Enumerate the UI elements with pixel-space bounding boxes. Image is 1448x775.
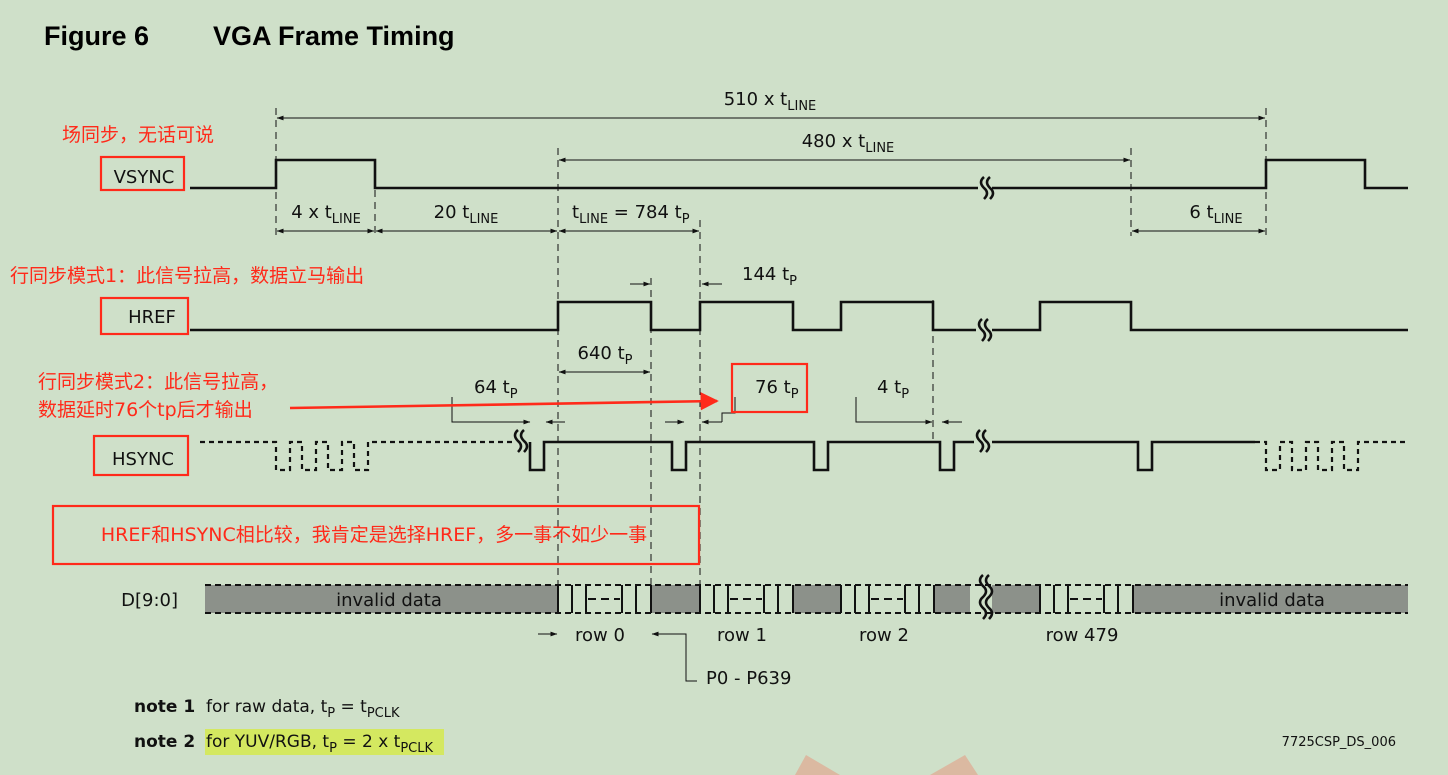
href-active-label: 640 tP [578, 343, 633, 368]
annotations: 场同步，无话可说 行同步模式1：此信号拉高，数据立马输出 行同步模式2：此信号拉… [10, 124, 809, 566]
note2-text: for YUV/RGB, tP = 2 x tPCLK [206, 732, 434, 756]
row-label: row 479 [1046, 625, 1119, 646]
hsync-annotation-line2: 数据延时76个tp后才输出 [38, 399, 253, 421]
hsync-front-label: 4 tP [877, 377, 909, 402]
pixel-range-label: P0 - P639 [706, 668, 791, 689]
comparison-box [51, 504, 701, 566]
note1-key: note 1 [134, 697, 195, 717]
frame-period-label: 510 x tLINE [724, 89, 817, 114]
vsync-pulse-label: 4 x tLINE [291, 202, 361, 227]
delay-pointer-arrow [289, 392, 719, 411]
note2-highlight [205, 729, 444, 755]
vsync-label: VSYNC [114, 167, 175, 188]
href-annotation: 行同步模式1：此信号拉高，数据立马输出 [10, 265, 364, 287]
note2-key: note 2 [134, 732, 195, 752]
hsync-label: HSYNC [112, 449, 174, 470]
tline-label: tLINE = 784 tP [572, 202, 690, 227]
figure-title: VGA Frame Timing [213, 21, 455, 51]
back-porch-label: 20 tLINE [434, 202, 499, 227]
invalid-data-left: invalid data [336, 590, 442, 611]
href-highlight-box [99, 296, 190, 336]
row-label: row 0 [575, 625, 625, 646]
href-waveform [190, 300, 1408, 342]
row-label: row 2 [859, 625, 909, 646]
href-label: HREF [128, 307, 176, 328]
front-porch-label: 6 tLINE [1189, 202, 1242, 227]
hsync-highlight-box [92, 434, 190, 477]
hsync-pulse-label: 64 tP [474, 377, 518, 402]
hsync-delay-highlight-box [730, 362, 809, 414]
reference-lines [275, 108, 1267, 585]
comparison-annotation: HREF和HSYNC相比较，我肯定是选择HREF，多一事不如少一事 [101, 524, 647, 546]
note1-text: for raw data, tP = tPCLK [206, 697, 400, 721]
href-blank-label: 144 tP [742, 264, 797, 289]
document-id: 7725CSP_DS_006 [1282, 735, 1396, 750]
data-bus [205, 574, 1408, 620]
hsync-annotation-line1: 行同步模式2：此信号拉高， [38, 371, 278, 393]
vsync-waveform [190, 158, 1408, 200]
vsync-highlight-box [99, 155, 186, 192]
figure-number: Figure 6 [44, 21, 149, 51]
data-bus-label: D[9:0] [121, 590, 178, 611]
vsync-annotation: 场同步，无话可说 [62, 124, 214, 146]
active-lines-label: 480 x tLINE [802, 131, 895, 156]
hsync-waveform [200, 429, 1408, 472]
row-label: row 1 [717, 625, 767, 646]
hsync-delay-label: 76 tP [755, 377, 799, 402]
watermark-shape [795, 755, 978, 775]
invalid-data-right: invalid data [1219, 590, 1325, 611]
